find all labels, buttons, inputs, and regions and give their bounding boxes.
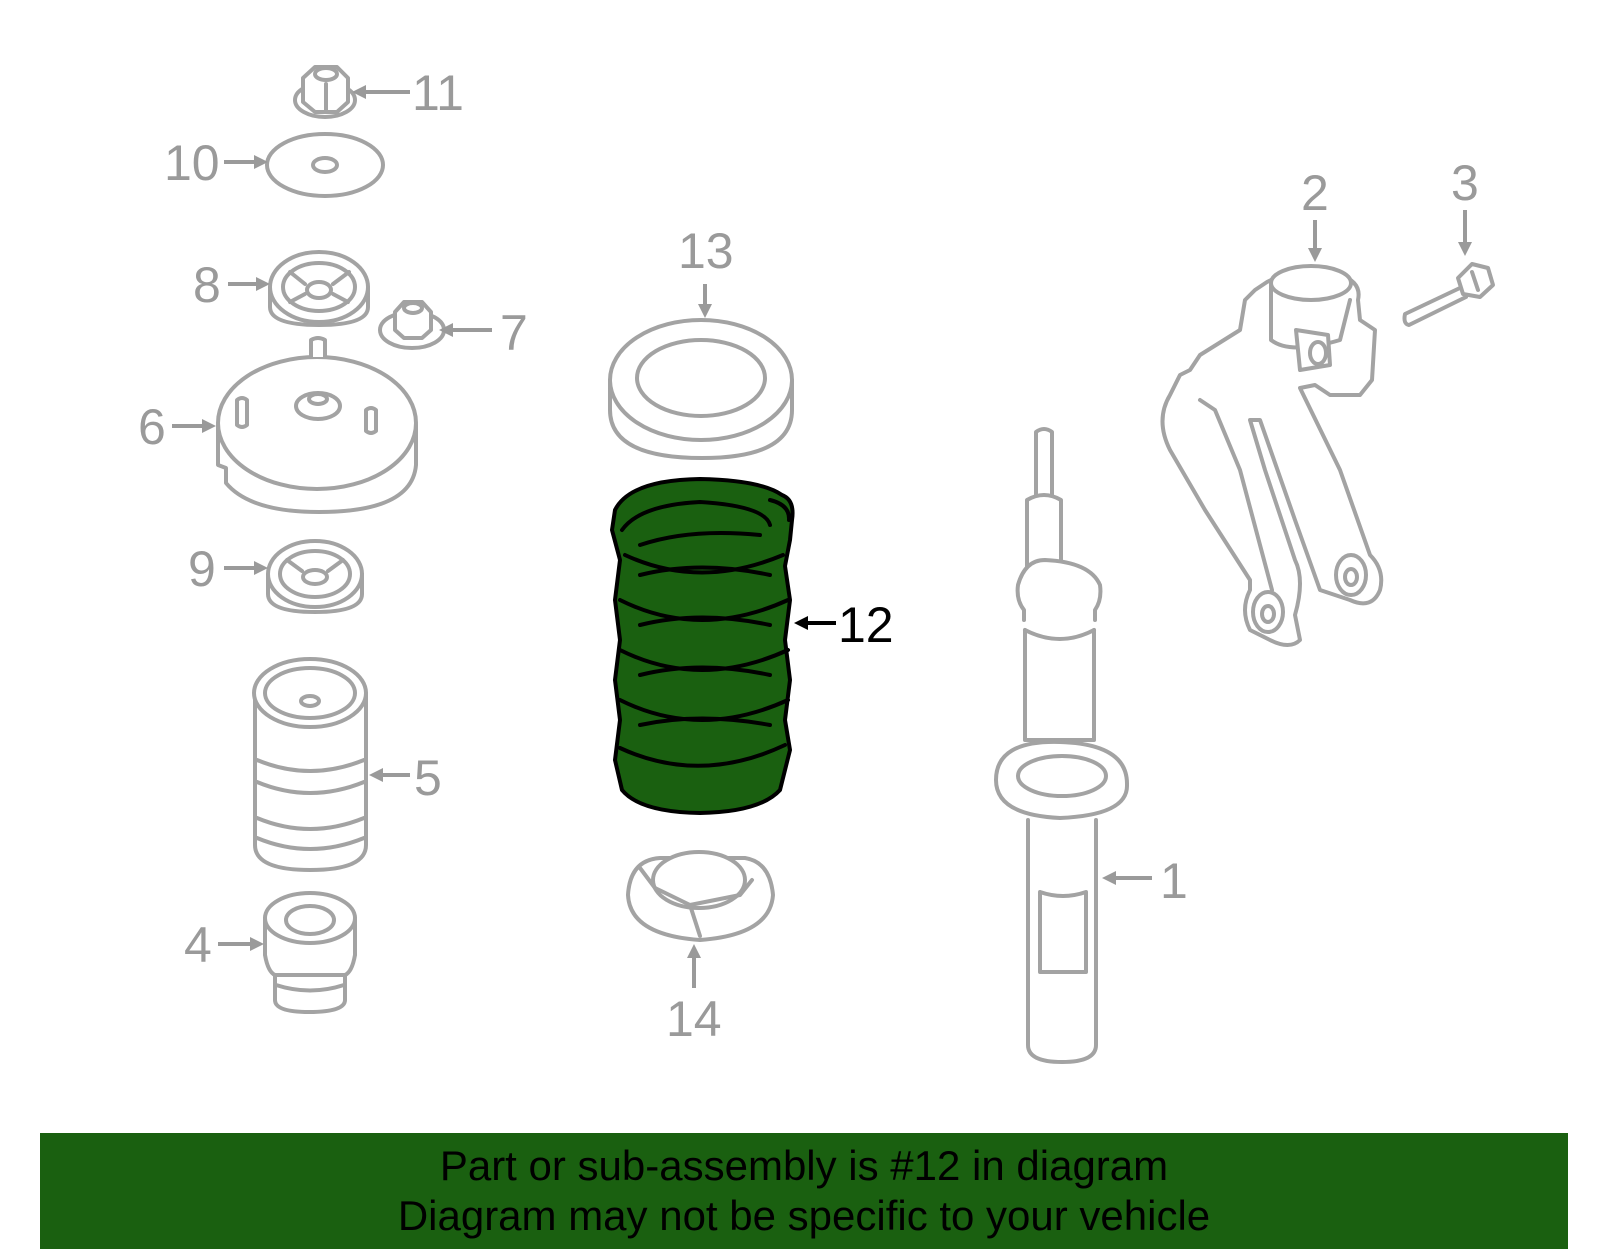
banner-line-2: Diagram may not be specific to your vehi… (397, 1192, 1211, 1239)
svg-text:2: 2 (1301, 165, 1329, 221)
info-banner: Part or sub-assembly is #12 in diagram D… (40, 1133, 1568, 1249)
part-7-nut[interactable] (378, 300, 446, 350)
callout-12: 12 (794, 597, 894, 653)
svg-text:8: 8 (193, 257, 221, 313)
part-8-insulator[interactable] (268, 250, 370, 327)
banner-line-1: Part or sub-assembly is #12 in diagram (439, 1142, 1169, 1189)
svg-text:5: 5 (414, 750, 442, 806)
part-9-insulator[interactable] (266, 539, 364, 614)
svg-text:13: 13 (678, 223, 734, 279)
callout-3: 3 (1451, 155, 1479, 256)
part-14-lower-spring-seat[interactable] (626, 850, 775, 942)
part-2-steering-knuckle[interactable] (1160, 264, 1384, 647)
part-5-dust-boot[interactable] (252, 657, 368, 872)
part-4-bump-stop[interactable] (263, 891, 357, 1014)
part-13-upper-spring-seat[interactable] (608, 318, 794, 460)
svg-text:10: 10 (164, 135, 220, 191)
callout-6: 6 (138, 399, 216, 455)
svg-text:11: 11 (412, 65, 464, 121)
svg-text:6: 6 (138, 399, 166, 455)
callout-14: 14 (666, 944, 722, 1047)
svg-text:9: 9 (188, 541, 216, 597)
callout-7: 7 (439, 305, 528, 361)
svg-text:12: 12 (838, 597, 894, 653)
svg-text:3: 3 (1451, 155, 1479, 211)
svg-text:14: 14 (666, 991, 722, 1047)
callout-1: 1 (1102, 853, 1188, 909)
callout-4: 4 (184, 917, 264, 973)
part-10-washer[interactable] (265, 132, 385, 198)
part-3-bolt[interactable] (1402, 262, 1495, 327)
svg-text:1: 1 (1160, 853, 1188, 909)
svg-text:7: 7 (500, 305, 528, 361)
callout-13: 13 (678, 223, 734, 318)
callout-2: 2 (1301, 165, 1329, 262)
callout-5: 5 (369, 750, 442, 806)
part-6-strut-mount[interactable] (216, 336, 418, 514)
svg-text:4: 4 (184, 917, 212, 973)
callout-8: 8 (193, 257, 270, 313)
part-11-flange-nut[interactable] (293, 65, 357, 119)
callout-11: 11 (352, 65, 464, 121)
callout-9: 9 (188, 541, 268, 597)
part-1-strut[interactable] (994, 427, 1130, 1064)
part-12-coil-spring[interactable] (610, 477, 795, 815)
callout-10: 10 (164, 135, 268, 191)
